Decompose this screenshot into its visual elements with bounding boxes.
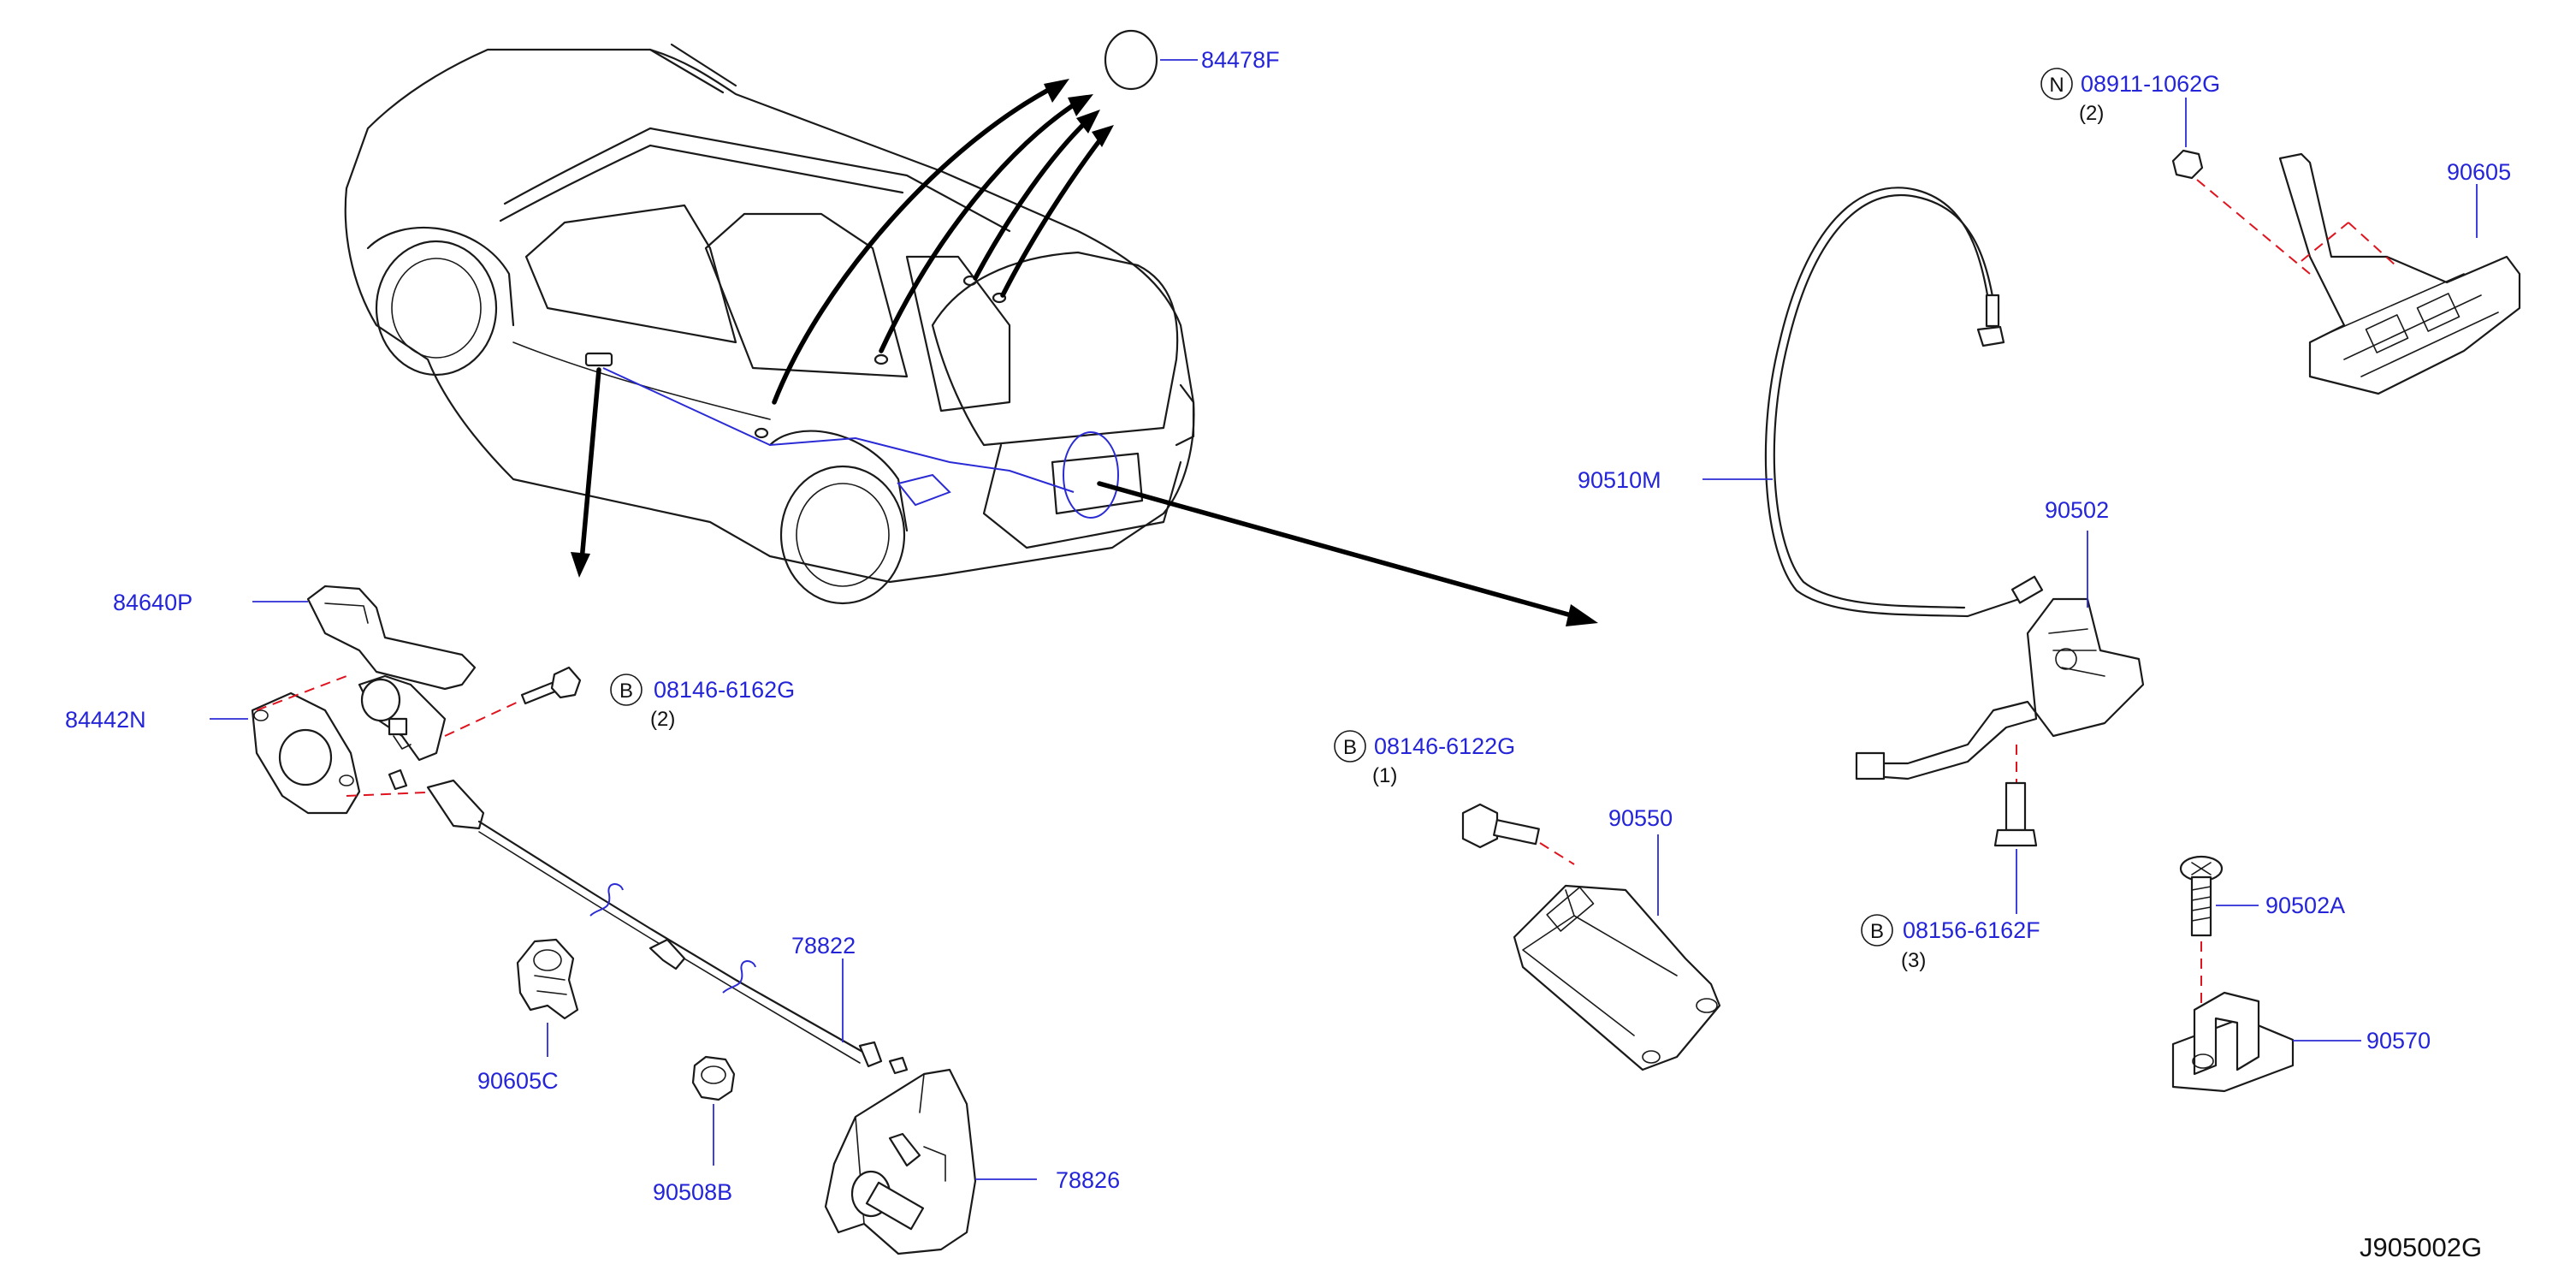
part-label-90605: 90605: [2447, 159, 2511, 185]
hatch-latch: [1859, 597, 2145, 780]
part-label-84478F: 84478F: [1201, 47, 1280, 73]
fuel-cap-disc: [1104, 29, 1158, 91]
part-90570[interactable]: 90570: [2171, 991, 2431, 1093]
grommet: [691, 1055, 736, 1101]
part-84640P[interactable]: 84640P: [113, 585, 477, 691]
opener-cable: [477, 820, 866, 1054]
part-label-90508B: 90508B: [653, 1179, 732, 1205]
part-90605C[interactable]: 90605C: [477, 938, 579, 1094]
opener-lever: [306, 585, 477, 691]
fastener-08156-6162F[interactable]: B 08156-6162F (3): [1861, 781, 2040, 972]
fastener-symbol-b: B: [1343, 736, 1357, 759]
part-label-90550: 90550: [1608, 805, 1673, 831]
fastener-part-08911-1062G: 08911-1062G: [2081, 71, 2220, 97]
part-90510M[interactable]: 90510M: [1578, 187, 2044, 618]
part-label-90570: 90570: [2366, 1028, 2431, 1053]
part-label-84640P: 84640P: [113, 590, 192, 615]
cable-clip: [516, 938, 579, 1020]
fastener-08146-6162G[interactable]: B 08146-6162G (2): [444, 666, 795, 737]
vehicle-illustration: [344, 43, 1195, 605]
fastener-symbol-b: B: [619, 680, 633, 703]
fastener-part-08156-6162F: 08156-6162F: [1903, 917, 2040, 943]
part-84478F[interactable]: 84478F: [1104, 29, 1280, 91]
part-78826[interactable]: 78826: [824, 1068, 1120, 1255]
part-label-78822: 78822: [791, 933, 856, 958]
fastener-08146-6122G[interactable]: B 08146-6122G (1): [1334, 730, 1575, 865]
fastener-symbol-n: N: [2049, 74, 2064, 97]
fastener-part-08146-6162G: 08146-6162G: [654, 677, 795, 703]
part-90502A[interactable]: 90502A: [2179, 855, 2345, 1010]
fastener-symbol-b: B: [1870, 920, 1884, 943]
fastener-symbol-circle: [610, 674, 643, 706]
fastener-symbol-circle: [1861, 914, 1893, 947]
lid-actuator: [824, 1068, 977, 1255]
part-label-90605C: 90605C: [477, 1068, 559, 1094]
part-90502[interactable]: 90502: [1855, 497, 2145, 783]
fastener-qty: (2): [2079, 102, 2104, 125]
part-label-84442N: 84442N: [65, 707, 146, 733]
part-90508B[interactable]: 90508B: [653, 1055, 736, 1205]
callout-arrows: [571, 79, 1598, 626]
fastener-part-08146-6122G: 08146-6122G: [1374, 733, 1515, 759]
part-84442N[interactable]: 84442N: [65, 675, 446, 815]
fastener-symbol-circle: [1334, 730, 1366, 763]
fastener-08911-1062G[interactable]: N 08911-1062G (2): [2040, 68, 2311, 275]
striker-plate: [2171, 1017, 2295, 1093]
part-90550[interactable]: 90550: [1513, 805, 1721, 1071]
part-90605[interactable]: 90605: [2278, 152, 2521, 395]
part-label-78826: 78826: [1056, 1167, 1120, 1193]
release-cable-loop: [1764, 187, 2021, 618]
diagram-code: J905002G: [2360, 1232, 2482, 1262]
part-78822[interactable]: 78822: [388, 769, 909, 1075]
control-unit-box: [1513, 884, 1721, 1071]
part-label-90502A: 90502A: [2265, 893, 2345, 918]
part-label-90510M: 90510M: [1578, 467, 1661, 493]
fastener-qty: (2): [650, 708, 675, 731]
hatch-handle-assembly: [2278, 152, 2521, 395]
fastener-qty: (3): [1901, 949, 1926, 972]
fastener-symbol-circle: [2040, 68, 2073, 100]
part-label-90502: 90502: [2045, 497, 2109, 523]
fastener-qty: (1): [1372, 764, 1397, 787]
opener-housing: [358, 674, 447, 762]
